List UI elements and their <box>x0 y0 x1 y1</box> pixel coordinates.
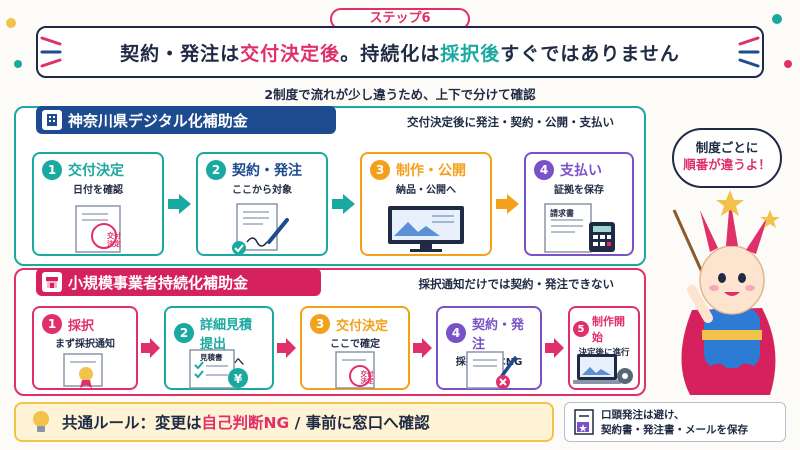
flow-arrow <box>343 194 355 214</box>
step-number: 3 <box>370 160 390 180</box>
title-part: 。持続化は <box>340 42 441 65</box>
rule-suffix: / 事前に窓口へ確認 <box>294 414 430 432</box>
laptop-gear-icon <box>573 354 633 384</box>
step-title: 交付決定 <box>336 318 389 334</box>
rule-highlight: 自己判断NG <box>201 414 290 432</box>
step-title: 契約・発注 <box>472 318 525 352</box>
document-stamp-icon <box>75 205 121 253</box>
flow-arrow <box>507 194 519 214</box>
step-card: 4 契約・発注 採択だけはNG <box>436 306 542 390</box>
flow-arrow <box>422 338 432 358</box>
flow-arrow <box>545 343 555 353</box>
step-subtitle: 日付を確認 <box>73 185 123 196</box>
section-note: 交付決定後に発注・契約・公開・支払い <box>407 115 614 129</box>
decor-dot <box>772 14 782 24</box>
step-card: 1 採択 まず採択通知 <box>32 306 138 390</box>
contract-ng-icon <box>466 351 517 389</box>
step-card: 2 詳細見積提出 内容確認へ ¥ 見積書 <box>164 306 274 390</box>
step-subtitle: ここから対象 <box>232 185 292 196</box>
note-line: 契約書・発注書・メールを保存 <box>601 424 748 436</box>
step-card: 4 支払い 証拠を保存 請求書 <box>524 152 634 256</box>
speech-bubble: 制度ごとに 順番が違うよ！ <box>672 128 782 188</box>
subtitle: 2制度で流れが少し違うため、上下で分けて確認 <box>264 87 536 102</box>
step-number: 5 <box>573 321 589 337</box>
step-card: 1 交付決定 日付を確認 交付 決定 <box>32 152 164 256</box>
monitor-icon <box>388 206 464 252</box>
step-title: 交付決定 <box>68 163 124 179</box>
document-label: 請求書 <box>550 209 574 218</box>
section-title-text: 神奈川県デジタル化補助金 <box>68 111 248 130</box>
step-number: 4 <box>534 160 554 180</box>
note-line: 口頭発注は避け、 <box>601 409 685 421</box>
title-highlight: 採択後 <box>440 42 501 65</box>
estimate-yen-icon: ¥ <box>189 349 248 389</box>
lightbulb-icon <box>33 411 49 432</box>
step-number: 4 <box>446 323 466 343</box>
flow-arrow <box>168 199 180 209</box>
step-title: 詳細見積提出 <box>200 318 253 352</box>
step-subtitle: 証拠を保存 <box>554 185 604 196</box>
step-number: 1 <box>42 314 62 334</box>
step-title: 契約・発注 <box>232 163 302 179</box>
burst-lines-icon <box>738 36 760 68</box>
title-highlight: 交付決定後 <box>240 42 341 65</box>
decor-dot <box>6 18 16 28</box>
section-note: 採択通知だけでは契約・発注できない <box>418 277 615 291</box>
section-title: 小規模事業者持続化補助金 <box>36 268 321 296</box>
contract-sign-icon <box>232 203 289 255</box>
rule-prefix: 共通ルール：変更は <box>62 414 202 432</box>
document-stamp-icon <box>335 351 375 389</box>
flow-arrow <box>413 343 423 353</box>
step-title: 支払い <box>560 163 602 179</box>
page-title: 契約・発注は 交付決定後 。持続化は 採択後 すぐではありません <box>36 26 764 78</box>
step-title: 制作開始 <box>592 315 625 344</box>
svg-text:¥: ¥ <box>234 372 243 386</box>
step-number: 3 <box>310 314 330 334</box>
document-check-icon <box>574 409 594 435</box>
record-keeping-note: 口頭発注は避け、 契約書・発注書・メールを保存 <box>564 402 786 442</box>
step-card: 5 制作開始 決定後に進行 <box>568 306 640 390</box>
invoice-calculator-icon <box>544 203 615 253</box>
flow-arrow <box>179 194 191 214</box>
shop-icon <box>42 272 62 292</box>
mascot-character-icon <box>672 190 780 395</box>
flow-arrow <box>332 199 344 209</box>
certificate-icon <box>63 353 103 388</box>
flow-arrow <box>554 338 564 358</box>
decor-dot <box>14 60 22 68</box>
section-title: 神奈川県デジタル化補助金 <box>36 106 336 134</box>
bubble-line-highlight: 順番が違うよ！ <box>683 157 771 172</box>
step-subtitle: ここで確定 <box>330 339 380 350</box>
decor-dot <box>784 60 792 68</box>
step-card: 3 交付決定 ここで確定 交付 決定 <box>300 306 410 390</box>
step-subtitle: まず採択通知 <box>55 339 115 350</box>
stamp-label: 交付 決定 <box>360 370 374 385</box>
section-jizokuka: 小規模事業者持続化補助金 採択通知だけでは契約・発注できない 1 採択 まず採択… <box>14 268 646 396</box>
flow-arrow <box>150 338 160 358</box>
section-kanagawa: 神奈川県デジタル化補助金 交付決定後に発注・契約・公開・支払い 1 交付決定 日… <box>14 106 646 266</box>
step-number: 2 <box>174 323 194 343</box>
flow-arrow <box>496 199 508 209</box>
building-icon <box>42 110 62 130</box>
step-title: 採択 <box>68 318 95 334</box>
stamp-label: 交付 決定 <box>107 232 121 248</box>
step-number: 2 <box>206 160 226 180</box>
flow-arrow <box>141 343 151 353</box>
step-card: 3 制作・公開 納品・公開へ <box>360 152 492 256</box>
step-card: 2 契約・発注 ここから対象 <box>196 152 328 256</box>
burst-lines-icon <box>40 36 62 68</box>
section-title-text: 小規模事業者持続化補助金 <box>68 273 249 292</box>
step-number: 1 <box>42 160 62 180</box>
step-subtitle: 納品・公開へ <box>396 185 456 196</box>
common-rule-banner: 共通ルール：変更は自己判断NG / 事前に窓口へ確認 <box>14 402 554 442</box>
step-subtitle: 決定後に進行 <box>578 348 630 358</box>
document-label: 見積書 <box>200 353 223 362</box>
flow-arrow <box>286 338 296 358</box>
title-part: すぐではありません <box>500 42 680 65</box>
bubble-line: 制度ごとに <box>695 140 759 155</box>
flow-arrow <box>277 343 287 353</box>
title-part: 契約・発注は <box>120 42 241 65</box>
step-title: 制作・公開 <box>396 163 466 179</box>
